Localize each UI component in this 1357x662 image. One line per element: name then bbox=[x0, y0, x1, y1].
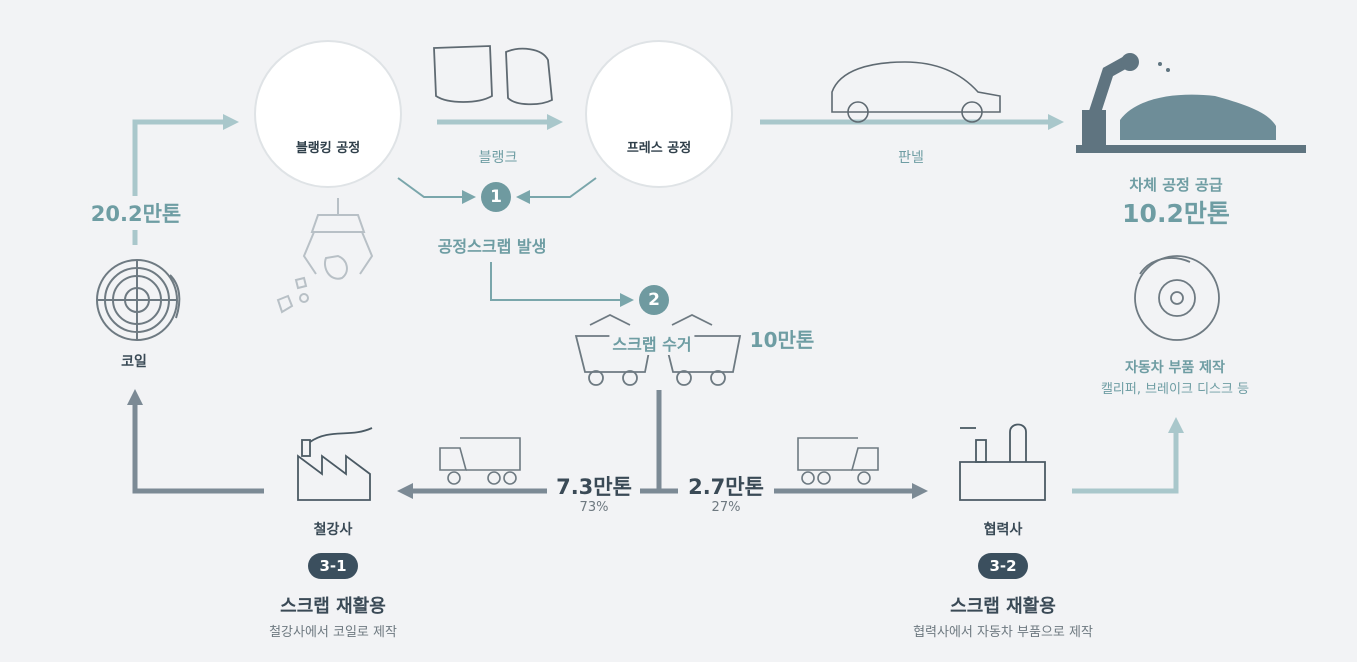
blank-label: 블랭크 bbox=[478, 150, 518, 166]
coil-amount: 20.2만톤 bbox=[88, 196, 184, 230]
steel-percent: 73% bbox=[579, 500, 609, 515]
step-2-badge: 2 bbox=[639, 285, 669, 315]
car-body-outline-icon bbox=[831, 61, 1001, 123]
step-1-badge: 1 bbox=[481, 182, 511, 212]
partner-amount: 2.7만톤 bbox=[688, 475, 764, 499]
steel-recycle-title: 스크랩 재활용 bbox=[280, 596, 386, 617]
parts-subtitle: 캘리퍼, 브레이크 디스크 등 bbox=[1100, 382, 1250, 397]
partner-percent: 27% bbox=[711, 500, 741, 515]
steel-amount: 7.3만톤 bbox=[556, 475, 632, 499]
scrap-occur-label: 공정스크랩 발생 bbox=[437, 237, 547, 256]
parts-title: 자동차 부품 제작 bbox=[1125, 360, 1225, 376]
arrow-steel-to-coil bbox=[127, 389, 264, 494]
press-label: 프레스 공정 bbox=[626, 141, 692, 156]
scrap-collect-label: 스크랩 수거 bbox=[609, 331, 695, 355]
steel-factory-icon bbox=[297, 427, 373, 501]
split-stem bbox=[640, 390, 678, 494]
scrap-gripper-icon bbox=[276, 198, 374, 314]
coil-label: 코일 bbox=[121, 354, 147, 370]
arrow-scrap-from-blanking bbox=[397, 177, 476, 204]
partner-plant-icon bbox=[959, 423, 1046, 501]
truck-right-icon bbox=[797, 437, 879, 485]
partner-company-name: 협력사 bbox=[983, 522, 1023, 538]
panel-label: 판넬 bbox=[898, 150, 924, 166]
partner-recycle-title: 스크랩 재활용 bbox=[950, 596, 1056, 617]
partner-step-badge: 3-2 bbox=[978, 553, 1028, 579]
partner-recycle-desc: 협력사에서 자동차 부품으로 제작 bbox=[913, 625, 1093, 640]
steel-recycle-desc: 철강사에서 코일로 제작 bbox=[269, 625, 397, 640]
steel-company-name: 철강사 bbox=[313, 522, 353, 538]
brake-disk-icon bbox=[1134, 255, 1220, 341]
press-process-node: 프레스 공정 bbox=[585, 40, 733, 188]
coil-icon bbox=[96, 259, 181, 341]
robot-car-icon bbox=[1076, 53, 1306, 153]
blank-parts-icon bbox=[433, 45, 553, 106]
steel-step-badge: 3-1 bbox=[308, 553, 358, 579]
arrow-scrap-from-press bbox=[516, 177, 597, 204]
body-supply-label: 차체 공정 공급 bbox=[1129, 176, 1223, 194]
blanking-process-node: 블랭킹 공정 bbox=[254, 40, 402, 188]
body-supply-amount: 10.2만톤 bbox=[1122, 199, 1230, 228]
arrow-partner-to-parts bbox=[1072, 417, 1184, 494]
scrap-collect-amount: 10만톤 bbox=[749, 328, 815, 352]
truck-left-icon bbox=[439, 437, 521, 485]
arrow-scrap-to-collection bbox=[490, 262, 634, 307]
blanking-label: 블랭킹 공정 bbox=[295, 141, 361, 156]
